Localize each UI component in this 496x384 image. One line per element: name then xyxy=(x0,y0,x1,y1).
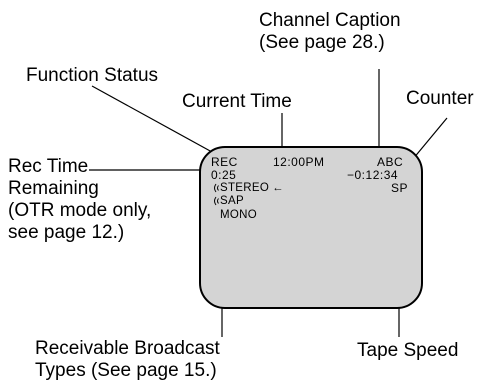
left-arrow-icon: ← xyxy=(272,182,284,194)
osd-stereo: STEREO xyxy=(220,182,270,194)
callout-counter: Counter xyxy=(406,88,474,109)
osd-sap: SAP xyxy=(220,195,244,207)
callout-broadcast-line1: Receivable Broadcast xyxy=(35,338,220,359)
callout-current-time: Current Time xyxy=(182,91,292,112)
osd-rec-time-remaining: 0:25 xyxy=(211,168,237,182)
callout-rec-time-remaining: Rec Time Remaining (OTR mode only, see p… xyxy=(8,156,151,244)
broadcast-wave-icon xyxy=(214,196,219,206)
callout-rec-time-line1: Rec Time xyxy=(8,156,89,177)
callout-rec-time-line2: Remaining xyxy=(8,178,99,199)
osd-counter: −0:12:34 xyxy=(347,168,399,182)
callout-channel-caption-line1: Channel Caption xyxy=(259,10,401,31)
tv-screen: REC 12:00PM ABC 0:25 −0:12:34 SP STEREO … xyxy=(199,146,423,309)
callout-function-status: Function Status xyxy=(26,65,159,86)
callout-rec-time-line3: (OTR mode only, xyxy=(8,200,152,221)
callout-receivable-broadcast-types: Receivable Broadcast Types (See page 15.… xyxy=(35,338,220,382)
osd-tape-speed: SP xyxy=(391,181,409,195)
broadcast-wave-icon xyxy=(214,183,219,193)
osd-channel-caption: ABC xyxy=(377,155,404,169)
osd-current-time: 12:00PM xyxy=(273,155,325,169)
callout-channel-caption-line2: (See page 28.) xyxy=(259,32,385,53)
osd-mono: MONO xyxy=(220,209,257,221)
osd-function-status: REC xyxy=(211,155,238,169)
callout-channel-caption: Channel Caption (See page 28.) xyxy=(259,10,401,54)
callout-rec-time-line4: see page 12.) xyxy=(8,222,125,243)
callout-broadcast-line2: Types (See page 15.) xyxy=(35,360,217,381)
callout-tape-speed: Tape Speed xyxy=(357,340,459,361)
